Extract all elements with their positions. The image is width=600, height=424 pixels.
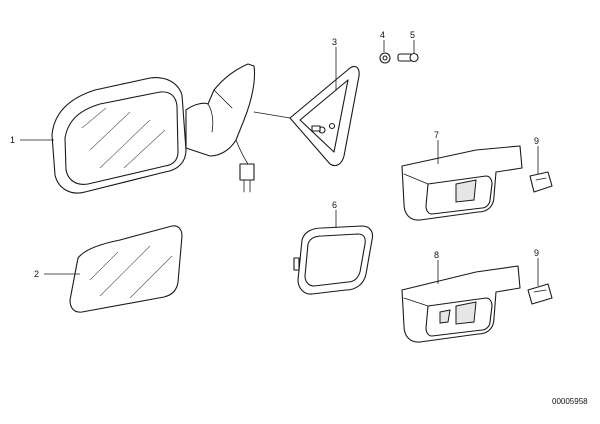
callout-3: 3: [332, 37, 337, 47]
callout-5: 5: [410, 30, 415, 40]
mirror-base-plate-part: [289, 65, 360, 167]
callout-1: 1: [10, 135, 15, 145]
gasket-part: [293, 225, 374, 295]
nut-part: [379, 52, 391, 64]
callout-9-upper: 9: [534, 136, 539, 146]
document-id: 00005958: [552, 397, 588, 406]
callout-8: 8: [434, 250, 439, 260]
callout-4: 4: [380, 30, 385, 40]
mirror-switch-part: [401, 145, 523, 221]
mirror-housing-part: [51, 63, 291, 194]
mirror-glass-part: [69, 225, 183, 313]
cover-cap-part-a: [529, 171, 553, 193]
callout-7: 7: [434, 130, 439, 140]
callout-2: 2: [34, 269, 39, 279]
screw-part: [397, 52, 419, 63]
cover-cap-part-b: [527, 283, 553, 305]
callout-6: 6: [332, 200, 337, 210]
mirror-switch-variant-part: [401, 265, 521, 343]
callout-9-lower: 9: [534, 248, 539, 258]
leader-lines: [20, 40, 539, 286]
